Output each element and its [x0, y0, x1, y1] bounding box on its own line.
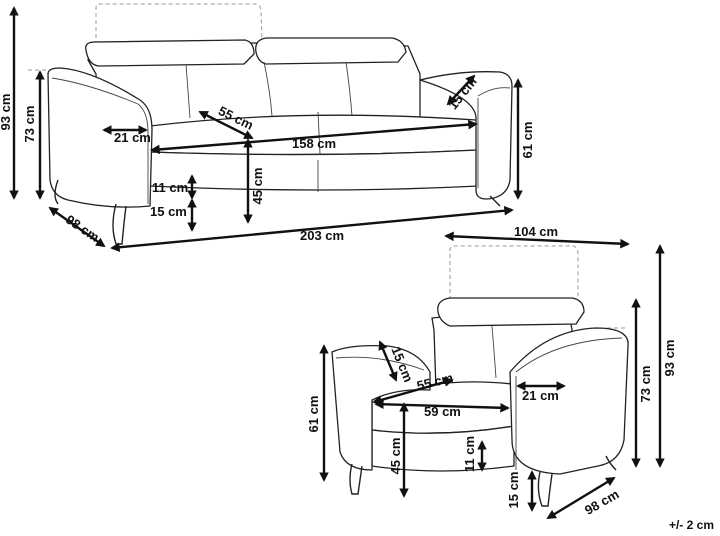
- armchair-seat-cushion-label: 11 cm: [462, 436, 477, 472]
- armchair-width-label: 104 cm: [514, 224, 558, 239]
- armchair-headrest-raised-outline: [449, 245, 579, 300]
- sofa-depth-label: 98 cm: [63, 212, 102, 245]
- sofa-seat-height-label: 45 cm: [250, 168, 265, 205]
- sofa-headrest-right: [255, 37, 407, 65]
- sofa-seat-width-label: 158 cm: [292, 136, 336, 151]
- armchair-depth-label: 98 cm: [582, 486, 621, 517]
- armchair-leg: [349, 463, 363, 495]
- armchair-leg: [605, 455, 617, 471]
- tolerance-note: +/- 2 cm: [668, 518, 714, 532]
- sofa-width-label: 203 cm: [300, 228, 344, 243]
- armchair-arm-right-top: [515, 337, 623, 373]
- sofa-base: [149, 149, 479, 191]
- sofa-back-seam: [185, 63, 191, 119]
- sofa-arm-left-top: [51, 77, 139, 105]
- sofa-back-seam: [263, 61, 273, 117]
- sofa-arm-right: [419, 71, 513, 200]
- armchair-seat-height-label: 45 cm: [388, 438, 403, 475]
- sofa-headrest-left: [85, 39, 255, 67]
- armchair-seat-width-label: 59 cm: [424, 404, 461, 419]
- armchair-leg-height-label: 15 cm: [506, 472, 521, 509]
- sofa-dimension-lines: [9, 6, 523, 253]
- sofa-drawing: [28, 3, 513, 245]
- sofa-arm-right-top: [477, 87, 511, 97]
- armchair-headrest: [437, 297, 585, 327]
- sofa-leg-height-label: 15 cm: [150, 204, 187, 219]
- armchair-dimension-lines: [319, 231, 665, 520]
- armchair-back-seam: [491, 325, 497, 379]
- sofa-leg: [489, 195, 501, 207]
- sofa-headrest-raised-outline: [95, 3, 263, 52]
- armchair-back-height-label: 61 cm: [306, 396, 321, 433]
- sofa-leg: [112, 203, 127, 245]
- armchair-armrest-width-label: 21 cm: [522, 388, 559, 403]
- armchair-leg: [537, 471, 553, 507]
- armchair-height-total-label: 93 cm: [662, 340, 677, 377]
- armchair-arm-right: [509, 327, 629, 475]
- sofa-back-height-label: 61 cm: [520, 122, 535, 159]
- sofa-height-total-label: 93 cm: [0, 94, 13, 131]
- sofa-seat-cushion-label: 11 cm: [152, 180, 188, 195]
- sofa-leg: [54, 179, 59, 205]
- armchair-drawing: [331, 245, 629, 507]
- sofa-armrest-width-label: 21 cm: [114, 130, 151, 145]
- sofa-back-seam: [345, 61, 353, 117]
- sofa-height-armrest-label: 73 cm: [22, 106, 37, 143]
- sofa-arm-left-inner: [137, 103, 149, 204]
- sofa-arm-left: [47, 67, 153, 208]
- armchair-height-armrest-label: 73 cm: [638, 366, 653, 403]
